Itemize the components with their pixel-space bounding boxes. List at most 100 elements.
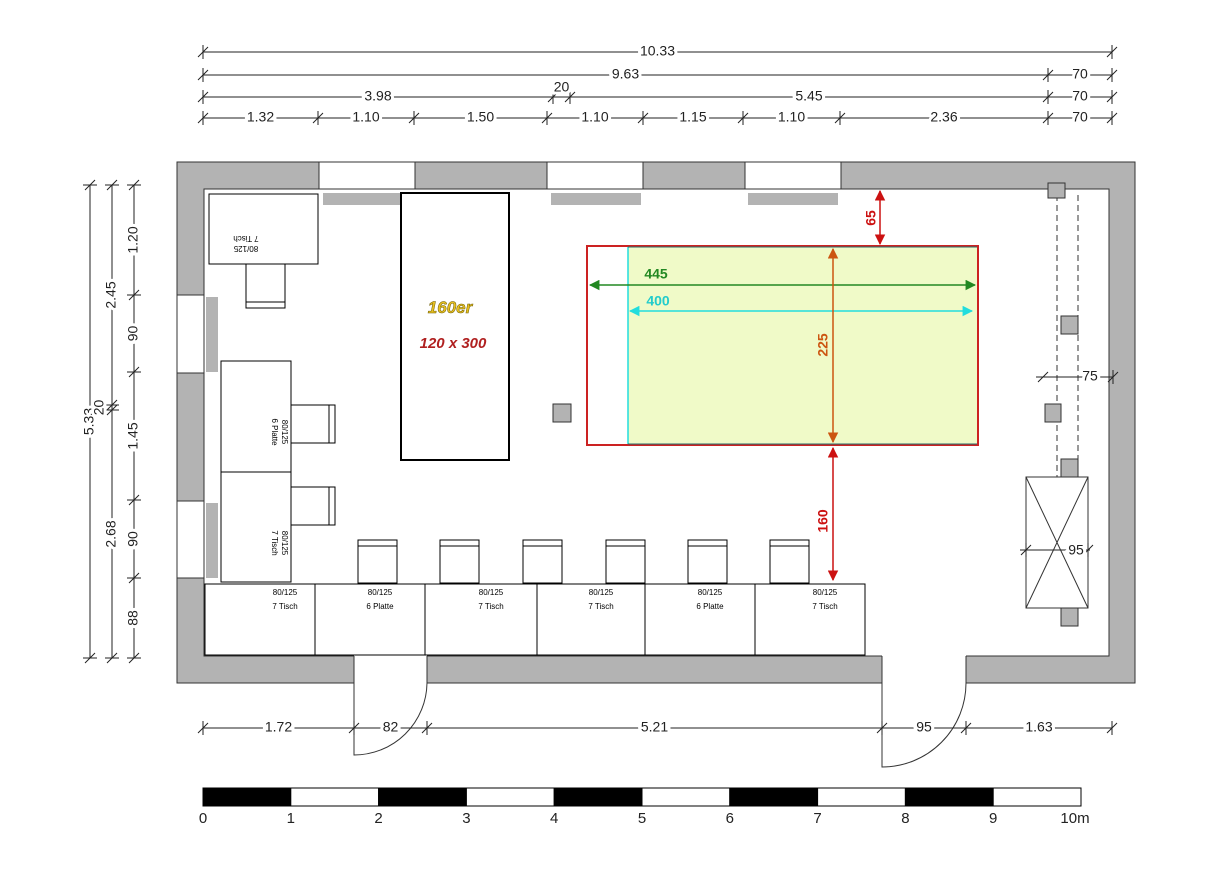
bottom-table-row: 80/125 7 Tisch 80/125 6 Platte 80/125 7 Tisch… [204, 539, 866, 656]
table-size: 80/125 [479, 588, 504, 597]
scale-label: 10m [1060, 810, 1089, 827]
gap-160-label: 160 [815, 509, 831, 533]
dimension-label: 1.72 [265, 719, 292, 735]
dimension-label: 1.50 [467, 109, 494, 125]
table-label: 7 Tisch [478, 602, 503, 611]
chair [769, 539, 810, 584]
scale-label: 1 [287, 810, 295, 827]
dimension-lines: 10.339.63 70 3.98 20 5.45 70 1.32 1.10 1.50 1.10 1… [78, 40, 1119, 738]
table-label: 7 Tisch [270, 530, 279, 555]
dimension-label: 90 [125, 531, 141, 547]
table-size: 80/125 [280, 420, 289, 445]
dimension-label: 1.32 [247, 109, 274, 125]
chair [357, 539, 398, 584]
scale-label: 7 [813, 810, 821, 827]
window [176, 294, 205, 374]
window [744, 161, 842, 190]
door-opening [354, 655, 427, 684]
window [176, 500, 205, 579]
chair [605, 539, 646, 584]
dimension-label: 20 [554, 79, 570, 95]
dimension-label: 1.45 [125, 422, 141, 449]
scale-label: 0 [199, 810, 207, 827]
dimension-label: 5.33 [81, 408, 97, 435]
scale-label: 3 [462, 810, 470, 827]
table-left-lower [220, 471, 292, 583]
scale-label: 8 [901, 810, 909, 827]
door-opening [882, 655, 966, 684]
table [536, 583, 646, 656]
big-table [400, 192, 510, 461]
window [318, 161, 416, 190]
dimension-label: 3.98 [364, 88, 391, 104]
scale-segment [465, 787, 555, 807]
table-size: 80/125 [273, 588, 298, 597]
scale-segment [641, 787, 731, 807]
scale-label: 6 [726, 810, 734, 827]
width-400-label: 400 [646, 293, 670, 309]
table [424, 583, 538, 656]
dimension-label: 70 [1072, 109, 1088, 125]
right-structure [552, 182, 1089, 627]
table-label: 7 Tisch [272, 602, 297, 611]
table-size: 80/125 [813, 588, 838, 597]
dimension-label: 1.15 [679, 109, 706, 125]
table-label: 6 Platte [696, 602, 724, 611]
dimension-label: 1.20 [125, 226, 141, 253]
scale-segment [729, 787, 819, 807]
dimension-label: 75 [1082, 368, 1098, 384]
door-swing [881, 682, 967, 768]
scale-label: 4 [550, 810, 558, 827]
scale-segment [202, 787, 292, 807]
walls [176, 161, 1136, 768]
gap-65-label: 65 [863, 210, 879, 226]
dimension-label: 95 [916, 719, 932, 735]
dimension-label: 5.21 [641, 719, 668, 735]
scale-segment [992, 787, 1082, 807]
dimension-label: 1.10 [352, 109, 379, 125]
dimension-label: 70 [1072, 88, 1088, 104]
dimension-label: 90 [125, 326, 141, 342]
dimension-label: 5.45 [795, 88, 822, 104]
width-445-label: 445 [644, 266, 668, 282]
scale-segment [817, 787, 906, 807]
dimension-label: 2.36 [930, 109, 957, 125]
chair [439, 539, 480, 584]
table-size: 80/125 [589, 588, 614, 597]
depth-225-label: 225 [815, 333, 831, 357]
chair [245, 263, 286, 309]
scale-segment [378, 787, 467, 807]
table-label: 7 Tisch [812, 602, 837, 611]
big-table-size: 120 x 300 [420, 335, 487, 352]
dimension-label: 82 [383, 719, 399, 735]
dimension-label: 70 [1072, 66, 1088, 82]
table [754, 583, 866, 656]
table-label: 7 Tisch [588, 602, 613, 611]
table-size: 80/125 [698, 588, 723, 597]
table-size: 80/125 [233, 244, 258, 253]
chair [290, 404, 336, 444]
dimension-label: 9.63 [612, 66, 639, 82]
dimension-label: 2.68 [103, 520, 119, 547]
table [204, 583, 316, 656]
chair [687, 539, 728, 584]
left-tables [208, 193, 336, 583]
scale-label: 2 [374, 810, 382, 827]
table-left-upper [220, 360, 292, 473]
scale-label: 5 [638, 810, 646, 827]
chair [522, 539, 563, 584]
dimension-label: 1.10 [778, 109, 805, 125]
dimension-label: 10.33 [640, 43, 675, 59]
scale-segment [553, 787, 643, 807]
table-label: 6 Platte [270, 418, 279, 446]
dimension-label: 95 [1068, 542, 1084, 558]
table-label: 6 Platte [366, 602, 394, 611]
dimension-label: 88 [125, 610, 141, 626]
shelves [206, 193, 838, 578]
scale-segment [290, 787, 380, 807]
dimension-label: 1.10 [581, 109, 608, 125]
big-table-name: 160er [428, 298, 474, 317]
table [644, 583, 756, 656]
